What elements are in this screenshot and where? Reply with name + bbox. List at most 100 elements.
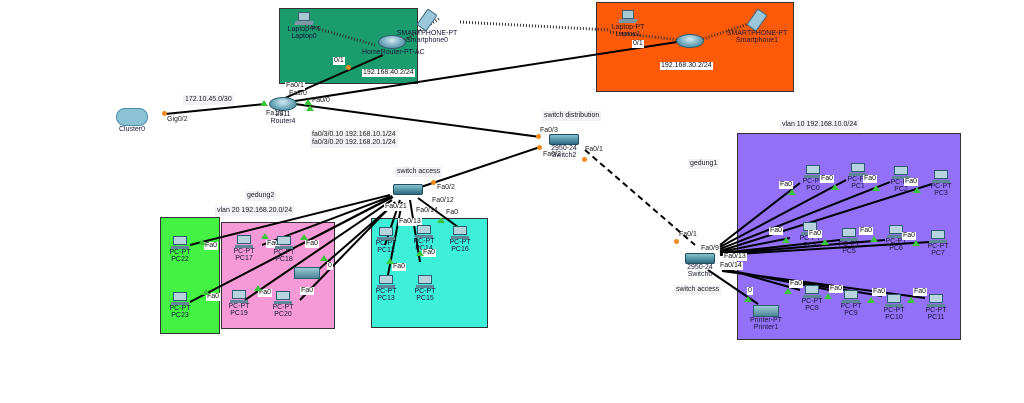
gedung1-title: gedung1 — [688, 159, 720, 169]
pc-icon — [451, 226, 469, 239]
pc-icon — [274, 291, 292, 304]
wireless-phone0-laptop1 — [459, 20, 611, 32]
pc15[interactable]: PC-PT PC15 — [412, 275, 438, 302]
pc13-port: Fa0 — [392, 263, 407, 271]
pc3-port: Fa0 — [904, 178, 919, 186]
pc5[interactable]: PC-PT PC5 — [836, 228, 862, 255]
home-router0-port: 0/1 — [333, 57, 345, 65]
printer-icon — [753, 305, 779, 317]
pc20-port: Fa0 — [300, 287, 315, 295]
smartphone1[interactable]: SMARTPHONE-PT Smartphone1 — [722, 8, 792, 44]
pc19[interactable]: PC-PT PC19 — [226, 290, 252, 317]
port-indicator — [162, 111, 167, 116]
sw-port-fa014: Fa0/14 — [416, 207, 438, 214]
pc22-port: Fa0 — [204, 242, 219, 250]
router4-port-fa00: Fa0/0 — [312, 97, 330, 104]
pc7[interactable]: PC-PT PC7 — [925, 230, 951, 257]
pc23[interactable]: PC-PT PC23 — [167, 292, 193, 319]
pc19-port: Fa0 — [258, 289, 273, 297]
smartphone0[interactable]: SMARTPHONE-PT Smartphone0 — [392, 8, 462, 44]
link-up-indicator — [254, 285, 262, 291]
link-sw0-pc6 — [719, 239, 886, 255]
link-router4-homerouter1 — [294, 41, 678, 102]
router4-port-fa10: Fa1/0 — [289, 90, 307, 97]
link-up-indicator — [784, 288, 792, 294]
link-up-indicator — [821, 239, 829, 245]
sw-port-fa021: Fa0/21 — [384, 203, 408, 211]
switch2-port-fa01: Fa0/1 — [585, 146, 603, 153]
port-indicator — [346, 65, 351, 70]
sw-port-fa013: Fa0/13 — [398, 218, 422, 226]
pc6[interactable]: PC-PT PC6 — [883, 225, 909, 252]
gedung2-title: gedung2 — [245, 191, 277, 201]
link-up-indicator — [386, 258, 394, 264]
link-router4-switch2 — [294, 103, 541, 138]
link-sw-pc18 — [299, 196, 394, 246]
pc7-port: Fa0 — [902, 232, 917, 240]
printer0[interactable] — [290, 267, 324, 279]
switch-icon — [393, 184, 423, 195]
pc6-port: Fa0 — [859, 227, 874, 235]
switch2-port-fa03: Fa0/3 — [540, 127, 558, 134]
laptop0[interactable]: Laptop-PT Laptop0 — [284, 12, 324, 40]
home-router0[interactable]: HomeRouter-PT-AC — [362, 35, 425, 56]
link-up-indicator — [202, 289, 210, 295]
router-icon — [269, 97, 297, 111]
link-up-indicator — [320, 255, 328, 261]
pc-icon — [235, 235, 253, 248]
pc-icon — [416, 275, 434, 288]
pc14[interactable]: PC-PT PC14 — [411, 225, 437, 252]
pc13[interactable]: PC-PT PC13 — [373, 275, 399, 302]
pc22[interactable]: PC-PT PC22 — [167, 236, 193, 263]
wireless-router-icon — [378, 35, 406, 49]
home-router1[interactable] — [670, 34, 710, 48]
pc0[interactable]: PC-PT PC0 — [800, 165, 826, 192]
pc20[interactable]: PC-PT PC20 — [270, 291, 296, 318]
switch0[interactable]: 2950-24 Switch0 — [684, 253, 716, 278]
link-up-indicator — [198, 239, 206, 245]
pc-icon — [377, 275, 395, 288]
pc10[interactable]: PC-PT PC10 — [881, 294, 907, 321]
pc9[interactable]: PC-PT PC9 — [838, 290, 864, 317]
link-up-indicator — [260, 100, 268, 106]
link-up-indicator — [867, 297, 875, 303]
link-up-indicator — [870, 236, 878, 242]
link-sw0-pc7 — [719, 241, 931, 256]
link-sw-pc20 — [299, 201, 396, 301]
pc17[interactable]: PC-PT PC17 — [231, 235, 257, 262]
link-up-indicator — [437, 217, 445, 223]
pc2[interactable]: PC-PT PC2 — [888, 166, 914, 193]
link-sw-pc19 — [244, 199, 393, 301]
link-up-indicator — [306, 105, 314, 111]
pc8-port: Fa0 — [789, 280, 804, 288]
pc8[interactable]: PC-PT PC8 — [799, 285, 825, 312]
cluster0[interactable]: Cluster0 — [112, 108, 152, 133]
pc-icon — [840, 228, 858, 241]
router4[interactable]: 2811 Router4 — [268, 97, 298, 125]
pc3[interactable]: PC-PT PC3 — [928, 170, 954, 197]
pc18[interactable]: PC-PT PC18 — [271, 236, 297, 263]
router4-port-fa01: Fa0/1 — [285, 82, 305, 90]
link-up-indicator — [912, 240, 920, 246]
pc1[interactable]: PC-PT PC1 — [845, 163, 871, 190]
pc14-port: Fa0 — [422, 249, 437, 257]
link-up-indicator — [872, 185, 880, 191]
gedung2-area-green — [160, 217, 220, 334]
pc4-port: Fa0 — [769, 227, 784, 235]
printer1[interactable]: Printer-PT Printer1 — [746, 305, 786, 331]
link-sw0-pc11 — [721, 270, 926, 299]
laptop-icon — [294, 12, 314, 26]
smartphone-icon — [416, 8, 438, 32]
pc-icon — [887, 225, 905, 238]
link-up-indicator — [907, 297, 915, 303]
pc12[interactable]: PC-PT PC12 — [373, 227, 399, 254]
switch-icon — [549, 134, 579, 145]
port-indicator — [536, 134, 541, 139]
pc16[interactable]: PC-PT PC16 — [447, 226, 473, 253]
port-indicator — [431, 180, 436, 185]
laptop1[interactable]: Laptop-PT Laptop1 — [608, 10, 648, 38]
switch-access-left[interactable] — [392, 184, 424, 195]
switch2[interactable]: 2950-24 Switch2 — [548, 134, 580, 159]
pc11[interactable]: PC-PT PC11 — [923, 294, 949, 321]
